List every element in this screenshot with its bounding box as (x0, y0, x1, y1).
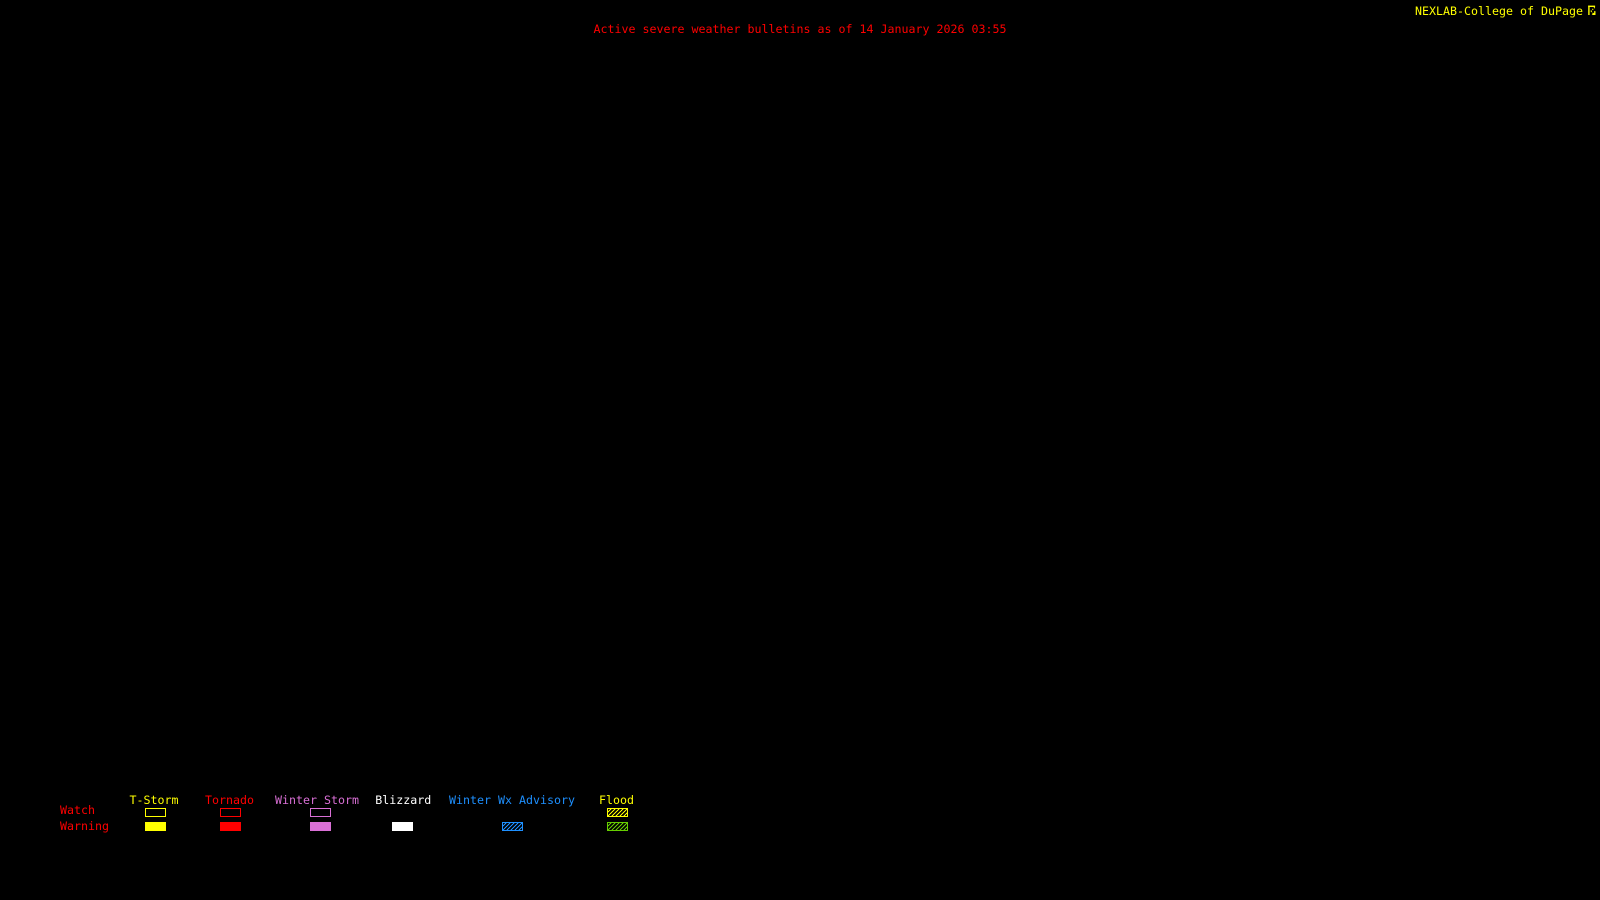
legend-winter-wx-advisory-warning-box (502, 822, 523, 831)
legend-row-label-watch: Watch (60, 802, 95, 817)
legend-tornado-watch-box (220, 808, 241, 817)
legend-blizzard-warning-box (392, 822, 413, 831)
branding-text: NEXLAB-College of DuPage (1415, 4, 1583, 19)
cod-nexlab-logo-icon (1588, 5, 1596, 15)
legend-column-label-winter-storm: Winter Storm (275, 793, 359, 807)
legend-column-label-winter-wx-advisory: Winter Wx Advisory (449, 793, 575, 807)
legend-tornado-warning-box (220, 822, 241, 831)
legend-row-label-warning: Warning (60, 818, 109, 833)
legend-winter-storm-watch-box (310, 808, 331, 817)
legend-flood-warning-box (607, 822, 628, 831)
legend-column-label-tornado: Tornado (205, 793, 254, 807)
legend-t-storm-watch-box (145, 808, 166, 817)
legend-column-label-flood: Flood (599, 793, 634, 807)
legend-t-storm-warning-box (145, 822, 166, 831)
legend-flood-watch-box (607, 808, 628, 817)
legend-winter-storm-warning-box (310, 822, 331, 831)
map-title: Active severe weather bulletins as of 14… (593, 22, 1007, 37)
legend-column-label-t-storm: T-Storm (129, 793, 179, 807)
legend-column-label-blizzard: Blizzard (375, 793, 432, 807)
